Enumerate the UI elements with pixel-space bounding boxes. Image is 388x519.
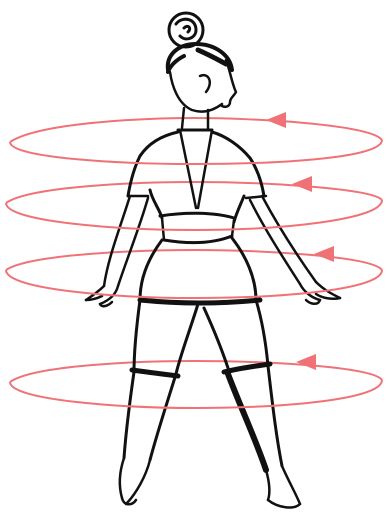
- bust-ring-front: [10, 140, 382, 164]
- waist-ring-front: [6, 200, 382, 230]
- torso: [128, 130, 266, 303]
- bust-arrow-icon: [266, 112, 286, 128]
- hips-arrow-icon: [314, 246, 334, 262]
- thigh-ring-front: [10, 380, 382, 408]
- waist-arrow-icon: [292, 176, 312, 192]
- hair-bun: [169, 13, 203, 47]
- head: [168, 44, 236, 112]
- thigh-arrow-icon: [296, 354, 316, 370]
- arrows: [266, 112, 334, 370]
- thigh-ring-back: [10, 361, 382, 382]
- figure: [86, 13, 340, 507]
- hips-ring-front: [6, 270, 382, 298]
- legs: [120, 300, 300, 507]
